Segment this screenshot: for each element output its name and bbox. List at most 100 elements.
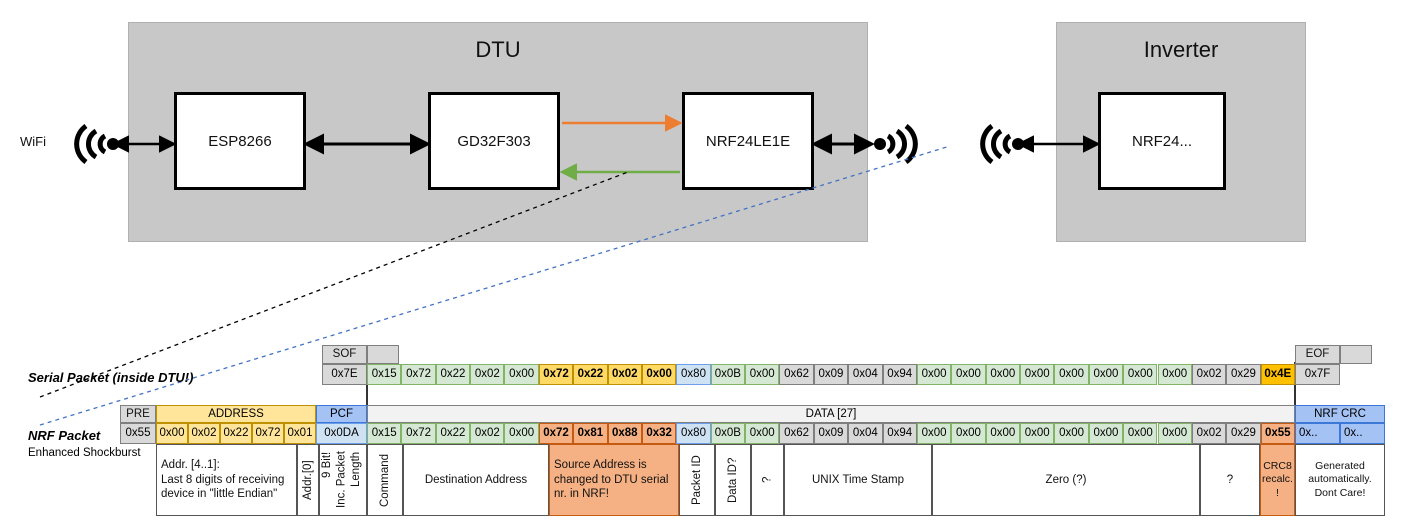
nrf-byte-5: 0x72 [538,423,574,444]
note-command: Command [367,444,403,516]
serial-byte-13: 0x09 [813,364,849,385]
serial-byte-14: 0x04 [848,364,883,385]
serial-sof-header-pad [367,345,399,364]
wifi-label: WiFi [20,134,46,149]
note-unknown-1: ? [751,444,784,516]
note-addr0: Addr.[0] [297,444,319,516]
nrf-byte-17: 0x00 [951,423,986,444]
serial-byte-6: 0x22 [573,364,608,385]
nrf-byte-16: 0x00 [916,423,952,444]
nrf-byte-4: 0x00 [504,423,539,444]
note-zero: Zero (?) [932,444,1200,516]
nrf-byte-8: 0x32 [641,423,677,444]
nrf-address-value-0: 0x00 [156,423,188,444]
serial-byte-3: 0x02 [470,364,505,385]
nrf-byte-24: 0x02 [1191,423,1227,444]
serial-byte-23: 0x00 [1157,364,1192,385]
inverter-antenna-icon [980,123,1012,165]
nrf-byte-23: 0x00 [1157,423,1192,444]
nrf-byte-22: 0x00 [1123,423,1158,444]
nrf-pcf-header: PCF [316,405,367,423]
serial-byte-18: 0x00 [985,364,1021,385]
nrf-byte-18: 0x00 [985,423,1021,444]
chip-gd32f303: GD32F303 [428,92,560,190]
serial-byte-2: 0x22 [435,364,471,385]
note-unknown-2: ? [1200,444,1260,516]
serial-byte-12: 0x62 [779,364,814,385]
serial-byte-8: 0x00 [641,364,677,385]
dtu-antenna-icon [886,123,918,165]
note-source: Source Address is changed to DTU serial … [549,444,679,516]
note-crc8: CRC8 recalc. ! [1260,444,1295,516]
serial-byte-15: 0x94 [882,364,917,385]
nrf-address-value-3: 0x72 [252,423,284,444]
nrf-byte-10: 0x0B [710,423,746,444]
inverter-antenna-dot [1012,138,1024,150]
serial-byte-17: 0x00 [951,364,986,385]
serial-eof-header: EOF [1295,345,1340,364]
serial-byte-7: 0x02 [607,364,642,385]
serial-byte-20: 0x00 [1054,364,1089,385]
dtu-antenna-dot [874,138,886,150]
serial-byte-4: 0x00 [504,364,539,385]
nrf-byte-9: 0x80 [676,423,711,444]
serial-byte-1: 0x72 [401,364,436,385]
serial-byte-25: 0x29 [1226,364,1261,385]
serial-sof-value: 0x7E [322,364,367,385]
nrf-byte-26: 0x55 [1260,423,1295,444]
nrf-address-header: ADDRESS [156,405,316,423]
nrf-byte-12: 0x62 [779,423,814,444]
note-address: Addr. [4..1]: Last 8 digits of receiving… [156,444,297,516]
note-nrf-crc: Generated automatically. Dont Care! [1295,444,1385,516]
nrf-byte-6: 0x81 [573,423,608,444]
nrf-address-value-1: 0x02 [188,423,220,444]
nrf-crc-header: NRF CRC [1295,405,1385,423]
serial-sof-header: SOF [322,345,367,364]
nrf-address-value-4: 0x01 [284,423,316,444]
serial-byte-19: 0x00 [1020,364,1055,385]
chip-nrf24: NRF24... [1098,92,1226,190]
dtu-title: DTU [475,37,521,62]
nrf-crc-value-0: 0x.. [1295,423,1340,444]
serial-byte-22: 0x00 [1123,364,1158,385]
serial-byte-21: 0x00 [1088,364,1124,385]
nrf-crc-value-1: 0x.. [1340,423,1385,444]
nrf-byte-13: 0x09 [813,423,849,444]
nrf-pre-header: PRE [120,405,156,423]
nrf-byte-21: 0x00 [1088,423,1124,444]
note-pcf: 9 Bit! Inc. Packet Length [319,444,367,516]
note-packet-id: Packet ID [679,444,715,516]
nrf-byte-3: 0x02 [470,423,505,444]
serial-byte-9: 0x80 [676,364,711,385]
serial-byte-26: 0x4E [1260,364,1295,385]
nrf-data-header: DATA [27] [367,405,1295,423]
nrf-byte-14: 0x04 [848,423,883,444]
nrf-byte-0: 0x15 [367,423,402,444]
nrf-pre-value: 0x55 [120,423,156,444]
inverter-title: Inverter [1143,37,1219,62]
serial-byte-24: 0x02 [1191,364,1227,385]
serial-byte-10: 0x0B [710,364,746,385]
serial-byte-16: 0x00 [916,364,952,385]
nrf-packet-label: NRF Packet [28,428,101,443]
wifi-antenna-dot [107,138,119,150]
chip-esp8266: ESP8266 [174,92,306,190]
note-data-id: Data ID? [715,444,751,516]
nrf-byte-15: 0x94 [882,423,917,444]
serial-byte-11: 0x00 [745,364,780,385]
nrf-byte-7: 0x88 [607,423,642,444]
chip-nrf24le1e: NRF24LE1E [682,92,814,190]
nrf-byte-20: 0x00 [1054,423,1089,444]
nrf-pcf-value: 0x0DA [316,423,367,444]
serial-packet-label: Serial Packet (inside DTU!) [28,370,194,385]
nrf-byte-19: 0x00 [1020,423,1055,444]
note-timestamp: UNIX Time Stamp [784,444,932,516]
nrf-address-value-2: 0x22 [220,423,252,444]
nrf-byte-1: 0x72 [401,423,436,444]
note-destination: Destination Address [403,444,549,516]
nrf-byte-11: 0x00 [745,423,780,444]
wifi-antenna-icon [74,123,107,165]
serial-byte-5: 0x72 [538,364,574,385]
nrf-packet-sublabel: Enhanced Shockburst [28,447,141,459]
nrf-byte-25: 0x29 [1226,423,1261,444]
